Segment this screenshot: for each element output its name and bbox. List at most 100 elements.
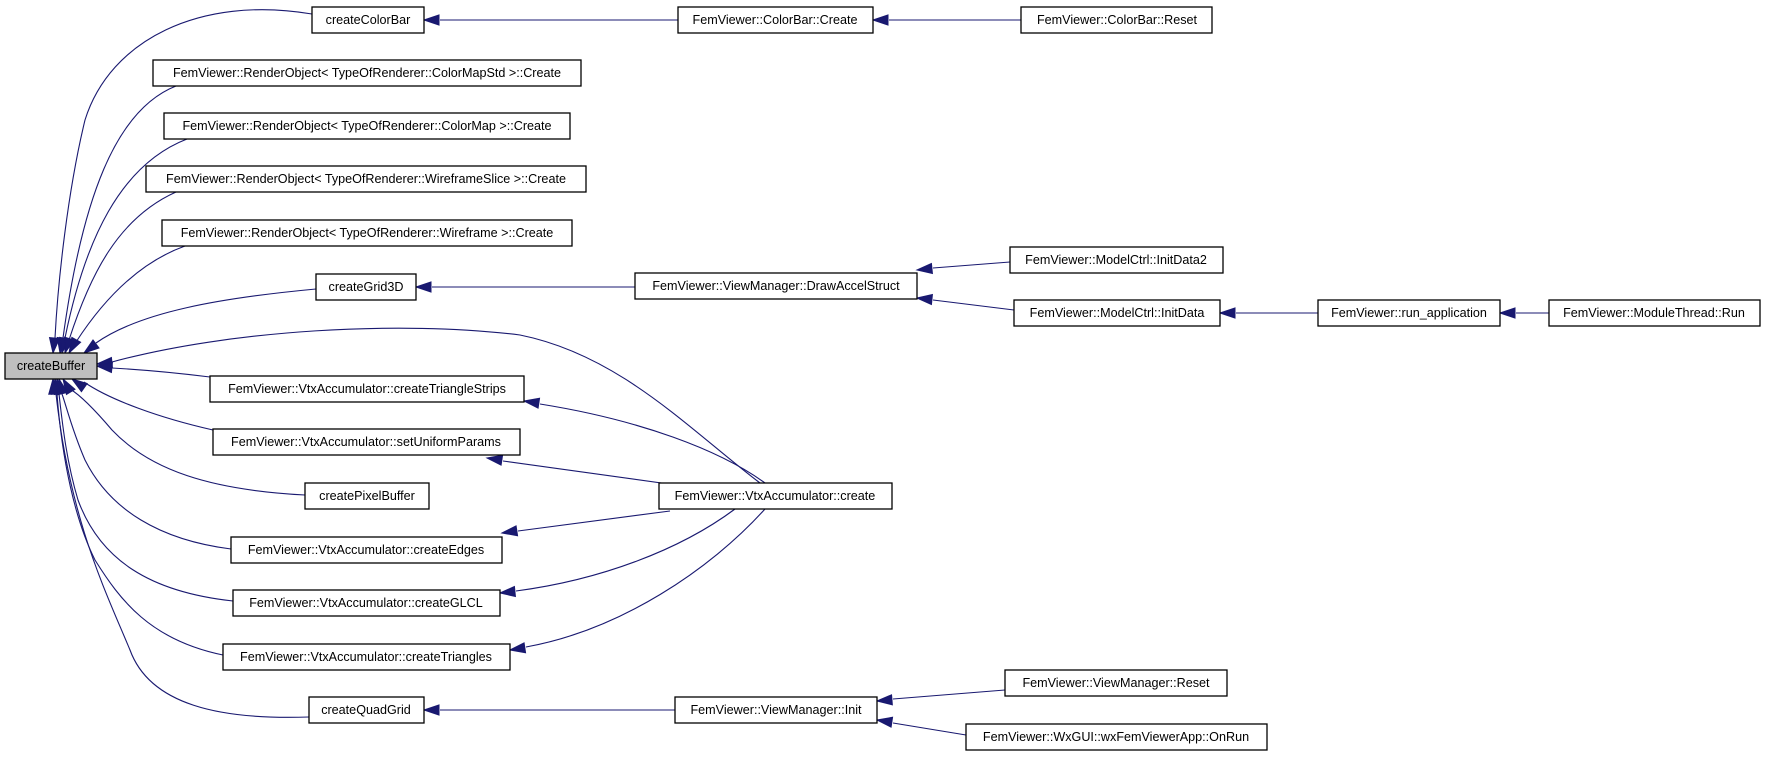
node-label: createPixelBuffer (319, 489, 415, 503)
node-renderobject-wireframeslice[interactable]: FemViewer::RenderObject< TypeOfRenderer:… (145, 165, 587, 193)
edge-colorBarReset-to-colorBarCreate (871, 14, 1021, 26)
edge-wxOnRun-to-viewManagerInit (875, 716, 967, 736)
node-createtrianglestrips[interactable]: FemViewer::VtxAccumulator::createTriangl… (209, 375, 525, 403)
node-label: FemViewer::ViewManager::DrawAccelStruct (652, 279, 900, 293)
arrowhead (1498, 307, 1516, 319)
edge-line (54, 9, 313, 339)
arrowhead (875, 694, 893, 706)
node-label: createQuadGrid (321, 703, 411, 717)
node-vtxaccumulator-create[interactable]: FemViewer::VtxAccumulator::create (658, 482, 893, 510)
node-label: FemViewer::VtxAccumulator::setUniformPar… (231, 435, 501, 449)
edge-createGLCL-to-createBuffer (53, 377, 234, 602)
arrowhead (508, 642, 527, 654)
arrowhead (48, 337, 61, 355)
node-label: FemViewer::VtxAccumulator::createTriangl… (228, 382, 506, 396)
edge-line (68, 191, 177, 341)
edge-createTriangleStrips-to-createBuffer (95, 361, 211, 378)
arrowhead (915, 293, 933, 306)
edge-line (111, 327, 761, 484)
edge-createQuadGrid-to-createBuffer (48, 377, 310, 718)
node-label: FemViewer::ColorBar::Create (693, 13, 858, 27)
node-label: FemViewer::ModelCtrl::InitData (1030, 306, 1205, 320)
node-label: FemViewer::WxGUI::wxFemViewerApp::OnRun (983, 730, 1249, 744)
arrowhead (915, 262, 933, 275)
arrowhead (500, 525, 519, 537)
node-run-application[interactable]: FemViewer::run_application (1317, 299, 1501, 327)
node-label: FemViewer::VtxAccumulator::createGLCL (249, 596, 483, 610)
node-wxfemviewerapp-onrun[interactable]: FemViewer::WxGUI::wxFemViewerApp::OnRun (965, 723, 1268, 751)
node-label: createBuffer (17, 359, 85, 373)
edge-line (515, 508, 736, 592)
node-viewmanager-init[interactable]: FemViewer::ViewManager::Init (674, 696, 878, 724)
node-drawaccelstruct[interactable]: FemViewer::ViewManager::DrawAccelStruct (634, 272, 918, 300)
node-label: FemViewer::RenderObject< TypeOfRenderer:… (166, 172, 566, 186)
node-colorbar-create[interactable]: FemViewer::ColorBar::Create (677, 6, 874, 34)
edge-line (95, 288, 317, 344)
node-renderobject-wireframe[interactable]: FemViewer::RenderObject< TypeOfRenderer:… (161, 219, 573, 247)
edge-line (64, 138, 188, 339)
edge-createTriangles-to-createBuffer (50, 377, 224, 656)
node-createbuffer[interactable]: createBuffer (4, 352, 98, 380)
edge-vtxCreate-to-setUniformParams (485, 454, 691, 488)
edge-line (517, 510, 671, 532)
node-setuniformparams[interactable]: FemViewer::VtxAccumulator::setUniformPar… (212, 428, 521, 456)
arrowhead (1218, 307, 1236, 319)
node-label: FemViewer::ModelCtrl::InitData2 (1025, 253, 1207, 267)
arrowhead (68, 336, 82, 355)
node-colorbar-reset[interactable]: FemViewer::ColorBar::Reset (1020, 6, 1213, 34)
edge-line (58, 393, 234, 602)
node-label: FemViewer::ModuleThread::Run (1563, 306, 1745, 320)
arrowhead (875, 716, 894, 728)
edge-roColorMapStd-to-createBuffer (56, 85, 177, 355)
edge-line (932, 261, 1011, 269)
node-label: FemViewer::VtxAccumulator::create (675, 489, 876, 503)
arrowhead (871, 14, 889, 26)
edge-initData2-to-drawAccelStruct (915, 261, 1011, 275)
arrowhead (522, 397, 541, 409)
edge-line (539, 403, 766, 484)
edge-viewManagerReset-to-viewManagerInit (875, 689, 1006, 706)
node-label: FemViewer::ColorBar::Reset (1037, 13, 1198, 27)
node-viewmanager-reset[interactable]: FemViewer::ViewManager::Reset (1004, 669, 1228, 697)
edge-vtxCreate-to-createEdges (500, 510, 671, 537)
node-createquadgrid[interactable]: createQuadGrid (308, 696, 425, 724)
edge-line (61, 393, 232, 550)
edge-moduleThreadRun-to-runApplication (1498, 307, 1549, 319)
node-renderobject-colormap[interactable]: FemViewer::RenderObject< TypeOfRenderer:… (163, 112, 571, 140)
arrowhead (82, 339, 100, 354)
edge-line (111, 367, 211, 378)
edge-line (83, 381, 214, 431)
node-modelctrl-initdata2[interactable]: FemViewer::ModelCtrl::InitData2 (1009, 246, 1224, 274)
node-createpixelbuffer[interactable]: createPixelBuffer (304, 482, 430, 510)
edge-drawAccelStruct-to-createGrid3D (414, 281, 635, 293)
nodes: createBuffer createColorBar FemViewer::C… (4, 6, 1761, 751)
arrowhead (422, 14, 440, 26)
node-modelctrl-initdata[interactable]: FemViewer::ModelCtrl::InitData (1013, 299, 1221, 327)
node-label: createGrid3D (329, 280, 404, 294)
node-label: FemViewer::ViewManager::Reset (1022, 676, 1210, 690)
node-label: createColorBar (326, 13, 411, 27)
edge-createEdges-to-createBuffer (57, 377, 232, 550)
edge-line (62, 85, 177, 339)
node-createtriangles[interactable]: FemViewer::VtxAccumulator::createTriangl… (222, 643, 511, 671)
edge-setUniformParams-to-createBuffer (70, 378, 214, 431)
edge-line (56, 393, 224, 656)
node-label: FemViewer::VtxAccumulator::createTriangl… (240, 650, 492, 664)
edge-createGrid3D-to-createBuffer (82, 288, 317, 354)
node-label: FemViewer::run_application (1331, 306, 1487, 320)
node-label: FemViewer::RenderObject< TypeOfRenderer:… (182, 119, 551, 133)
edge-runApplication-to-initData (1218, 307, 1318, 319)
node-renderobject-colormapstd[interactable]: FemViewer::RenderObject< TypeOfRenderer:… (152, 59, 582, 87)
node-modulethread-run[interactable]: FemViewer::ModuleThread::Run (1548, 299, 1761, 327)
node-createcolorbar[interactable]: createColorBar (311, 6, 425, 34)
node-createglcl[interactable]: FemViewer::VtxAccumulator::createGLCL (232, 589, 501, 617)
node-createedges[interactable]: FemViewer::VtxAccumulator::createEdges (230, 536, 503, 564)
edge-colorBarCreate-to-createColorBar (422, 14, 678, 26)
arrowhead (70, 378, 88, 393)
edge-line (525, 508, 766, 648)
edge-line (892, 689, 1006, 700)
edge-vtxCreate-to-createGLCL (498, 508, 736, 598)
arrowhead (414, 281, 432, 293)
node-creategrid3d[interactable]: createGrid3D (315, 273, 417, 301)
